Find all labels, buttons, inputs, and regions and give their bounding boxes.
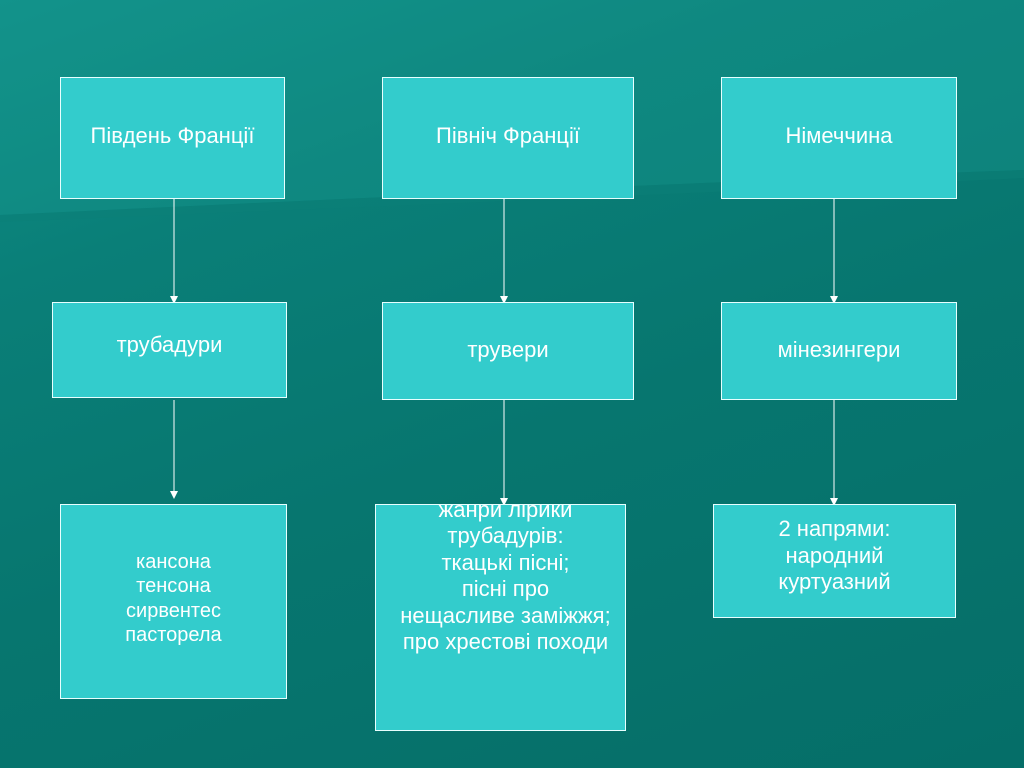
- box-troubadour-genres: кансона тенсона сирвентес пасторела: [60, 504, 287, 699]
- box-germany: Німеччина: [721, 77, 957, 199]
- box-minnesingers: мінезингери: [721, 302, 957, 400]
- box-minnesingers-label: мінезингери: [777, 336, 901, 362]
- box-south-france: Південь Франції: [60, 77, 285, 199]
- box-troubadours-label: трубадури: [116, 331, 223, 357]
- box-trouveres: трувери: [382, 302, 634, 400]
- box-directions: 2 напрями: народний куртуазний: [713, 504, 956, 618]
- box-south-france-label: Південь Франції: [90, 122, 255, 148]
- box-lyric-genres-label: жанри лірики трубадурів: ткацькі пісні; …: [400, 504, 611, 654]
- box-troubadours: трубадури: [52, 302, 287, 398]
- box-troubadour-genres-label: кансона тенсона сирвентес пасторела: [125, 550, 222, 646]
- box-directions-label: 2 напрями: народний куртуазний: [778, 516, 891, 595]
- box-north-france-label: Північ Франції: [436, 122, 580, 148]
- box-lyric-genres: жанри лірики трубадурів: ткацькі пісні; …: [375, 504, 626, 731]
- box-trouveres-label: трувери: [467, 336, 549, 362]
- box-germany-label: Німеччина: [785, 122, 893, 148]
- box-north-france: Північ Франції: [382, 77, 634, 199]
